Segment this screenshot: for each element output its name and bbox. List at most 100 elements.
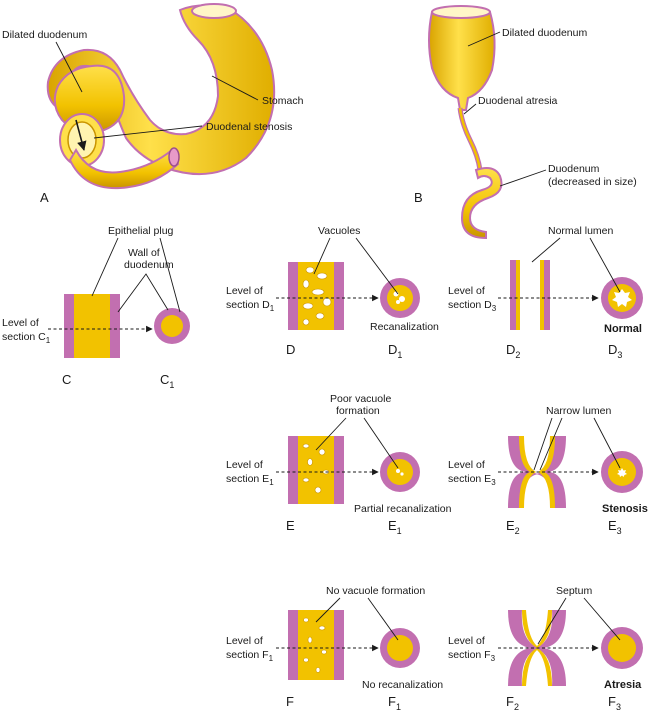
wall-left-d	[288, 262, 298, 330]
tube-end	[168, 147, 180, 167]
lumen-e3	[617, 468, 627, 477]
label-level-e3-line1: Level of	[448, 459, 485, 471]
label-normal: Normal	[604, 323, 642, 335]
plug-d	[298, 262, 334, 330]
wall-left-f	[288, 610, 298, 680]
lining-right-d2	[540, 260, 544, 330]
label-poor-line1: Poor vacuole	[330, 393, 391, 405]
label-level-f3-line2: section F3	[448, 649, 496, 663]
panel-letter-c1: C1	[160, 372, 174, 390]
lining-left-e2	[519, 436, 536, 508]
duodenum-b-opening	[431, 5, 491, 19]
panel-letter-f1: F1	[388, 694, 401, 712]
label-stomach: Stomach	[262, 95, 304, 107]
wall-right-d2	[544, 260, 550, 330]
leader-no-vacuole	[315, 597, 399, 641]
lumen-d3	[612, 289, 632, 307]
label-level-e-line2: section E1	[226, 473, 274, 487]
label-level-d3-line1: Level of	[448, 285, 485, 297]
wall-left-c	[64, 294, 74, 358]
vacuoles-d1	[393, 291, 405, 304]
wall-right-d	[334, 262, 344, 330]
panel-letter-f3: F3	[608, 694, 621, 712]
wall-right-f2	[536, 610, 566, 686]
cross-section-f3-inner	[608, 634, 636, 662]
label-no-recanalization: No recanalization	[362, 679, 443, 691]
panel-letter-e2: E2	[506, 518, 520, 536]
panel-e: Poor vacuole formation Level of section …	[226, 393, 452, 536]
vacuoles-d	[302, 266, 332, 326]
leader-septum	[537, 597, 621, 645]
label-level-d-line2: section D1	[226, 299, 275, 313]
leader-dilated-duodenum-a	[55, 41, 83, 93]
wall-right-e	[334, 436, 344, 504]
label-duodenum-b-line1: Duodenum	[548, 163, 600, 175]
label-narrow-lumen: Narrow lumen	[546, 405, 612, 417]
label-duodenal-atresia: Duodenal atresia	[478, 95, 558, 107]
label-level-c-line1: Level of	[2, 317, 39, 329]
panel-letter-e3: E3	[608, 518, 622, 536]
leader-vacuoles	[313, 237, 399, 295]
label-dilated-duodenum-b: Dilated duodenum	[502, 27, 587, 39]
lining-left-d2	[516, 260, 520, 330]
label-partial-recanalization: Partial recanalization	[354, 503, 452, 515]
panel-d23: Normal lumen Level of section D3 Normal …	[448, 225, 643, 360]
panel-letter-d2: D2	[506, 342, 520, 360]
wall-right-e2	[536, 436, 566, 508]
panel-letter-e: E	[286, 518, 295, 533]
atresia-cord-core	[458, 107, 482, 171]
panel-f23: Septum Level of section F3 Atresia F2 F3	[448, 585, 643, 712]
label-recanalization: Recanalization	[370, 321, 439, 333]
leader-epithelial-plug	[91, 237, 181, 313]
wall-left-d2	[510, 260, 516, 330]
wall-right-c	[110, 294, 120, 358]
label-level-f3-line1: Level of	[448, 635, 485, 647]
leader-duodenal-atresia	[463, 103, 477, 115]
label-stenosis: Stenosis	[602, 503, 648, 515]
panel-letter-a: A	[40, 190, 49, 205]
label-level-f-line1: Level of	[226, 635, 263, 647]
label-septum: Septum	[556, 585, 592, 597]
panel-c: Epithelial plug Wall of duodenum Level o…	[2, 225, 190, 390]
leader-stomach	[211, 75, 259, 101]
septum-f2	[522, 610, 552, 686]
panel-letter-b: B	[414, 190, 423, 205]
panel-letter-d: D	[286, 342, 295, 357]
leader-wall	[117, 273, 169, 313]
lining-right-e2	[538, 436, 555, 508]
panel-letter-d1: D1	[388, 342, 402, 360]
label-no-vacuole: No vacuole formation	[326, 585, 425, 597]
stomach-opening	[191, 3, 237, 19]
label-level-e-line1: Level of	[226, 459, 263, 471]
label-duodenal-stenosis: Duodenal stenosis	[206, 121, 292, 133]
small-duodenum-shape	[460, 167, 503, 240]
label-wall-line2: duodenum	[124, 259, 174, 271]
leader-normal-lumen	[531, 237, 621, 293]
leader-duodenum-b	[499, 169, 547, 187]
vacuoles-e1	[396, 469, 404, 476]
leader-duodenal-stenosis	[93, 125, 203, 139]
label-atresia: Atresia	[604, 679, 642, 691]
wall-left-e	[288, 436, 298, 504]
panel-e23: Narrow lumen Level of section E3 Stenosi…	[448, 405, 648, 536]
label-level-f-line2: section F1	[226, 649, 274, 663]
panel-letter-e1: E1	[388, 518, 402, 536]
label-duodenum-b-line2: (decreased in size)	[548, 176, 637, 188]
label-epithelial-plug: Epithelial plug	[108, 225, 174, 237]
panel-letter-c: C	[62, 372, 71, 387]
wall-right-f	[334, 610, 344, 680]
cross-section-c1-inner	[161, 315, 183, 337]
label-vacuoles: Vacuoles	[318, 225, 360, 237]
leader-narrow-lumen	[533, 417, 621, 471]
panel-letter-f2: F2	[506, 694, 519, 712]
stenosis-arrow	[75, 119, 87, 151]
label-level-d-line1: Level of	[226, 285, 263, 297]
label-normal-lumen: Normal lumen	[548, 225, 614, 237]
wall-left-f2	[508, 610, 538, 686]
plug-c	[74, 294, 110, 358]
label-wall-line1: Wall of	[128, 247, 160, 259]
vacuoles-f	[303, 617, 327, 673]
wall-left-e2	[508, 436, 538, 508]
